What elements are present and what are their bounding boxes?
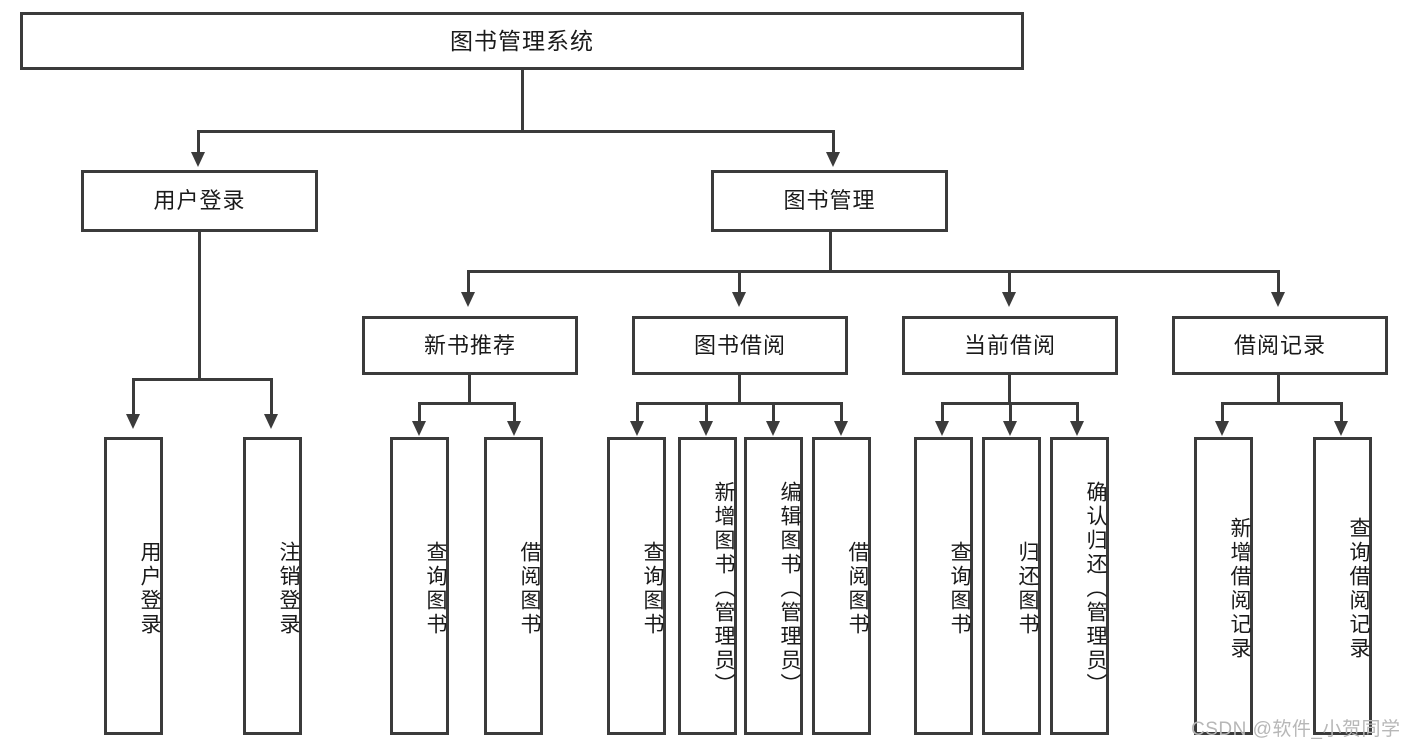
node-label: 查询借阅记录 — [1347, 517, 1370, 661]
node-label: 用户登录 — [138, 541, 161, 637]
arrow-root-to-bookmgmt — [826, 152, 840, 167]
arrow-records-to-add — [1215, 421, 1229, 436]
connector-records-bus — [1221, 402, 1343, 405]
node-label: 图书管理系统 — [450, 27, 594, 54]
connector-userlogin-bus — [132, 378, 272, 381]
node-label: 新增借阅记录 — [1228, 517, 1251, 661]
arrow-borrow-to-add — [699, 421, 713, 436]
connector-current-to-query — [941, 402, 944, 424]
node-label: 新增图书（管理员） — [712, 481, 735, 697]
node-label: 当前借阅 — [963, 332, 1056, 358]
arrow-current-to-confirm — [1070, 421, 1084, 436]
connector-records-stem — [1277, 375, 1280, 404]
arrow-borrow-to-edit — [766, 421, 780, 436]
leaf-current-confirm-return[interactable]: 确认归还（管理员） — [1050, 437, 1109, 735]
connector-borrow-to-add — [705, 402, 708, 424]
connector-newbook-to-query — [418, 402, 421, 424]
arrow-bookmgmt-to-newbook — [461, 292, 475, 307]
leaf-borrow-add-book[interactable]: 新增图书（管理员） — [678, 437, 737, 735]
node-label: 注销登录 — [277, 541, 300, 637]
node-label: 查询图书 — [948, 541, 971, 637]
leaf-current-query-book[interactable]: 查询图书 — [914, 437, 973, 735]
arrow-bookmgmt-to-records — [1271, 292, 1285, 307]
connector-borrow-to-query — [636, 402, 639, 424]
connector-current-to-return — [1009, 402, 1012, 424]
node-label: 借阅图书 — [846, 541, 869, 637]
leaf-user-logout[interactable]: 注销登录 — [243, 437, 302, 735]
arrow-newbook-to-borrowbook — [507, 421, 521, 436]
node-current-borrow[interactable]: 当前借阅 — [902, 316, 1118, 375]
connector-bookmgmt-to-current — [1008, 270, 1011, 295]
node-label: 图书借阅 — [693, 332, 786, 358]
connector-bookmgmt-bus — [467, 270, 1280, 273]
connector-userlogin-stem — [198, 232, 201, 380]
connector-bookmgmt-stem — [829, 232, 832, 272]
connector-userlogin-to-logout — [270, 378, 273, 416]
connector-bookmgmt-to-borrow — [738, 270, 741, 295]
connector-newbook-bus — [418, 402, 516, 405]
connector-borrow-stem — [738, 375, 741, 404]
node-label: 查询图书 — [641, 541, 664, 637]
node-book-borrow[interactable]: 图书借阅 — [632, 316, 848, 375]
node-user-login[interactable]: 用户登录 — [81, 170, 318, 232]
connector-bookmgmt-to-newbook — [467, 270, 470, 295]
connector-root-stem — [521, 70, 524, 132]
connector-current-to-confirm — [1076, 402, 1079, 424]
leaf-newbook-query-book[interactable]: 查询图书 — [390, 437, 449, 735]
leaf-user-login[interactable]: 用户登录 — [104, 437, 163, 735]
node-label: 确认归还（管理员） — [1084, 481, 1107, 697]
connector-root-to-bookmgmt — [832, 130, 835, 155]
node-root-system[interactable]: 图书管理系统 — [20, 12, 1024, 70]
connector-root-to-userlogin — [197, 130, 200, 155]
connector-userlogin-to-login — [132, 378, 135, 416]
node-label: 借阅图书 — [518, 541, 541, 637]
leaf-current-return-book[interactable]: 归还图书 — [982, 437, 1041, 735]
node-label: 新书推荐 — [423, 332, 516, 358]
arrow-current-to-query — [935, 421, 949, 436]
leaf-records-query-record[interactable]: 查询借阅记录 — [1313, 437, 1372, 735]
arrow-borrow-to-query — [630, 421, 644, 436]
arrow-records-to-query — [1334, 421, 1348, 436]
node-label: 图书管理 — [783, 188, 876, 213]
connector-bookmgmt-to-records — [1277, 270, 1280, 295]
node-label: 用户登录 — [153, 188, 246, 213]
leaf-borrow-query-book[interactable]: 查询图书 — [607, 437, 666, 735]
connector-borrow-bus — [636, 402, 842, 405]
connector-borrow-to-edit — [772, 402, 775, 424]
arrow-borrow-to-borrowbook — [834, 421, 848, 436]
connector-newbook-stem — [468, 375, 471, 404]
arrow-userlogin-to-logout — [264, 414, 278, 429]
leaf-records-add-record[interactable]: 新增借阅记录 — [1194, 437, 1253, 735]
arrow-current-to-return — [1003, 421, 1017, 436]
connector-root-bus — [197, 130, 835, 133]
node-book-management[interactable]: 图书管理 — [711, 170, 948, 232]
node-label: 编辑图书（管理员） — [778, 481, 801, 697]
arrow-root-to-userlogin — [191, 152, 205, 167]
connector-records-to-add — [1221, 402, 1224, 424]
csdn-watermark: CSDN @软件_小贺同学 — [1191, 719, 1401, 740]
arrow-userlogin-to-login — [126, 414, 140, 429]
leaf-borrow-borrow-book[interactable]: 借阅图书 — [812, 437, 871, 735]
connector-records-to-query — [1340, 402, 1343, 424]
connector-borrow-to-borrowbook — [840, 402, 843, 424]
leaf-borrow-edit-book[interactable]: 编辑图书（管理员） — [744, 437, 803, 735]
node-borrow-records[interactable]: 借阅记录 — [1172, 316, 1388, 375]
arrow-bookmgmt-to-current — [1002, 292, 1016, 307]
arrow-newbook-to-query — [412, 421, 426, 436]
node-new-book-recommend[interactable]: 新书推荐 — [362, 316, 578, 375]
leaf-newbook-borrow-book[interactable]: 借阅图书 — [484, 437, 543, 735]
node-label: 查询图书 — [424, 541, 447, 637]
node-label: 归还图书 — [1016, 541, 1039, 637]
connector-newbook-to-borrowbook — [513, 402, 516, 424]
connector-current-stem — [1008, 375, 1011, 404]
node-label: 借阅记录 — [1233, 332, 1326, 358]
arrow-bookmgmt-to-borrow — [732, 292, 746, 307]
